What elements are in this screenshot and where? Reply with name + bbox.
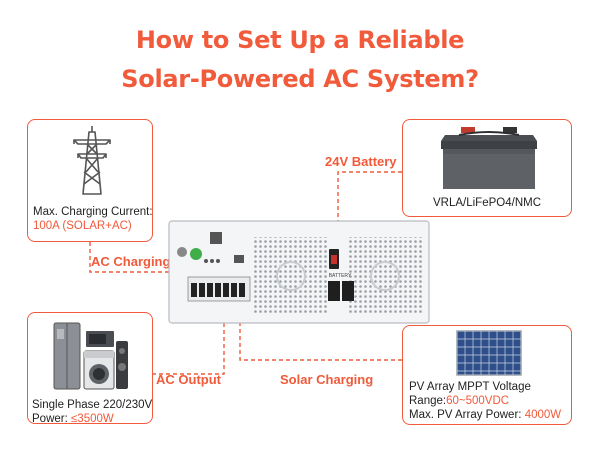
- pv-max-power: Max. PV Array Power: 4000W: [409, 408, 561, 422]
- home-appliances-icon: [53, 322, 128, 390]
- grid-charging-current-value: 100A (SOLAR+AC): [33, 220, 132, 232]
- inverter-device: BATTERY: [168, 220, 430, 324]
- grid-charging-current-label: Max. Charging Current:: [33, 206, 153, 218]
- solar-panel-icon: [456, 330, 522, 376]
- pv-card: PV Array MPPT Voltage Range:60~500VDC Ma…: [402, 325, 572, 425]
- page-title-line-1: How to Set Up a Reliable: [135, 26, 465, 54]
- pv-max-power-value: 4000W: [524, 409, 562, 421]
- pv-voltage-label: PV Array MPPT Voltage: [409, 381, 531, 393]
- page-title-suffix: ?: [465, 65, 479, 93]
- pv-max-power-label: Max. PV Array Power:: [409, 409, 525, 421]
- load-power: Power: ≤3500W: [32, 412, 114, 426]
- battery-card: VRLA/LiFePO4/NMC: [402, 119, 572, 217]
- pv-voltage-range-value: 60~500VDC: [446, 395, 510, 407]
- battery-connection-label: 24V Battery: [325, 154, 397, 169]
- load-power-label: Power:: [32, 413, 71, 425]
- grid-card: Max. Charging Current: 100A (SOLAR+AC): [27, 119, 153, 242]
- pv-voltage-range: Range:60~500VDC: [409, 394, 509, 408]
- ac-charging-label: AC Charging: [91, 254, 171, 269]
- solar-charging-label: Solar Charging: [280, 372, 374, 387]
- inverter-battery-terminal-label: BATTERY: [329, 273, 352, 279]
- load-voltage: Single Phase 220/230V: [32, 399, 153, 411]
- ac-charging-wire: [89, 242, 189, 279]
- load-card: Single Phase 220/230V Power: ≤3500W: [27, 312, 153, 426]
- page-title-text: Solar-Powered AC System: [121, 65, 466, 93]
- ac-output-label: AC Output: [156, 372, 221, 387]
- battery-icon: [441, 127, 537, 189]
- pv-voltage-range-label: Range:: [409, 395, 447, 407]
- battery-types: VRLA/LiFePO4/NMC: [433, 197, 542, 209]
- power-tower-icon: [73, 126, 111, 195]
- page-title-line-2: Solar-Powered AC System?: [0, 64, 600, 94]
- load-power-value: ≤3500W: [71, 413, 114, 425]
